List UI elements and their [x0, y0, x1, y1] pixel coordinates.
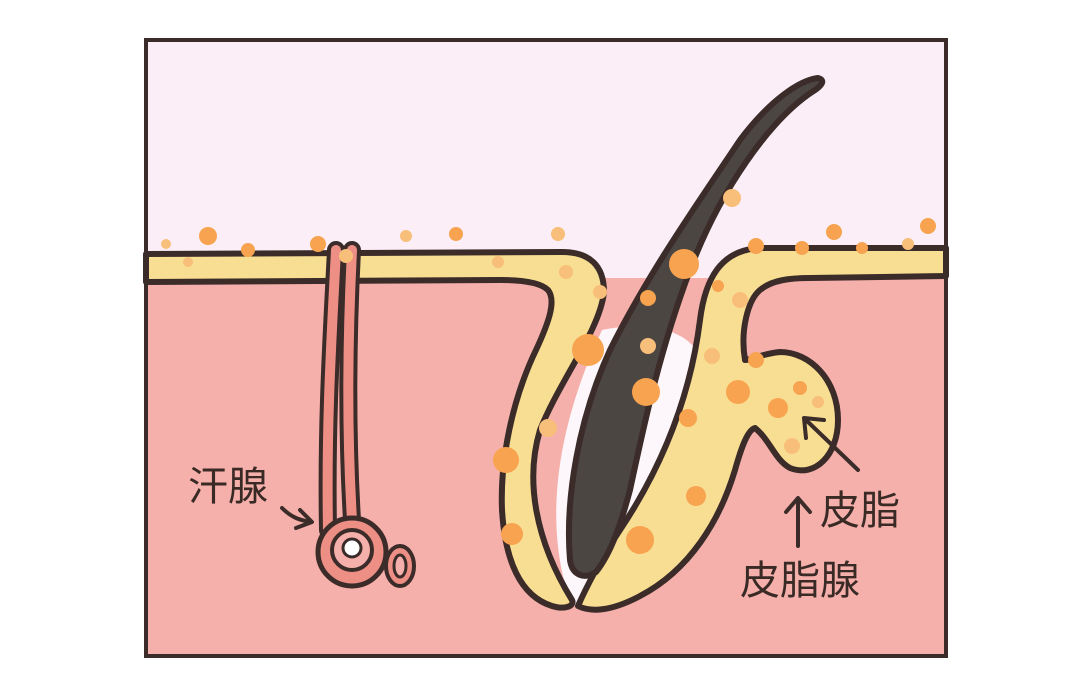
- sebum-droplet: [199, 227, 217, 245]
- sebum-droplet: [493, 447, 519, 473]
- sebum-droplet: [593, 285, 607, 299]
- sweat-gland-arrow: [280, 506, 312, 524]
- sebum-arrow: [804, 418, 860, 472]
- sebum-droplet: [795, 241, 809, 255]
- sebum-droplet: [492, 256, 504, 268]
- diagram-frame: [144, 38, 948, 658]
- sebum-dots: [161, 189, 936, 554]
- sebum-droplet: [679, 409, 697, 427]
- sweat-gland-label: 汗腺: [188, 464, 268, 510]
- sweat-gland-coil: [315, 515, 416, 589]
- sebaceous-gland-arrow-head: [784, 496, 812, 514]
- sebum-droplet: [826, 224, 842, 240]
- sebum-label: 皮脂: [820, 488, 900, 534]
- sebum-droplet: [339, 249, 353, 263]
- epidermis-right: [575, 245, 949, 613]
- sebum-droplet: [640, 290, 656, 306]
- sebum-droplet: [669, 249, 699, 279]
- sebum-droplet: [640, 338, 656, 354]
- sebum-droplet: [784, 438, 800, 454]
- sebaceous-gland-label: 皮脂腺: [740, 558, 860, 604]
- sebum-droplet: [400, 230, 412, 242]
- sebum-droplet: [241, 243, 255, 257]
- sebum-droplet: [626, 526, 654, 554]
- sebum-droplet: [732, 292, 748, 308]
- sebum-arrow-head: [802, 416, 826, 440]
- sebum-droplet: [856, 242, 868, 254]
- sebum-droplet: [723, 189, 741, 207]
- sebum-droplet: [793, 381, 807, 395]
- sebum-droplet: [712, 280, 724, 292]
- sebum-droplet: [539, 419, 557, 437]
- sebum-droplet: [449, 227, 463, 241]
- hair-shaft: [565, 75, 826, 579]
- sebum-droplet: [902, 238, 914, 250]
- sebum-droplet: [161, 239, 171, 249]
- sebum-droplet: [559, 265, 573, 279]
- sebum-droplet: [748, 352, 764, 368]
- sebum-droplet: [310, 236, 326, 252]
- sebum-droplet: [183, 257, 193, 267]
- sebum-droplet: [551, 227, 565, 241]
- sebum-droplet: [812, 396, 824, 408]
- sebum-droplet: [704, 348, 720, 364]
- sebum-droplet: [572, 334, 604, 366]
- sebum-droplet: [768, 398, 788, 418]
- sweat-gland-duct-inner: [322, 245, 341, 535]
- sweat-gland-arrow-head: [294, 508, 314, 530]
- sebum-droplet: [920, 218, 936, 234]
- sebum-droplet: [686, 486, 706, 506]
- sebum-droplet: [632, 378, 660, 406]
- sweat-gland-duct-2-inner: [343, 245, 357, 525]
- sebum-droplet: [748, 238, 764, 254]
- sebum-droplet: [501, 523, 523, 545]
- sebum-droplet: [726, 380, 750, 404]
